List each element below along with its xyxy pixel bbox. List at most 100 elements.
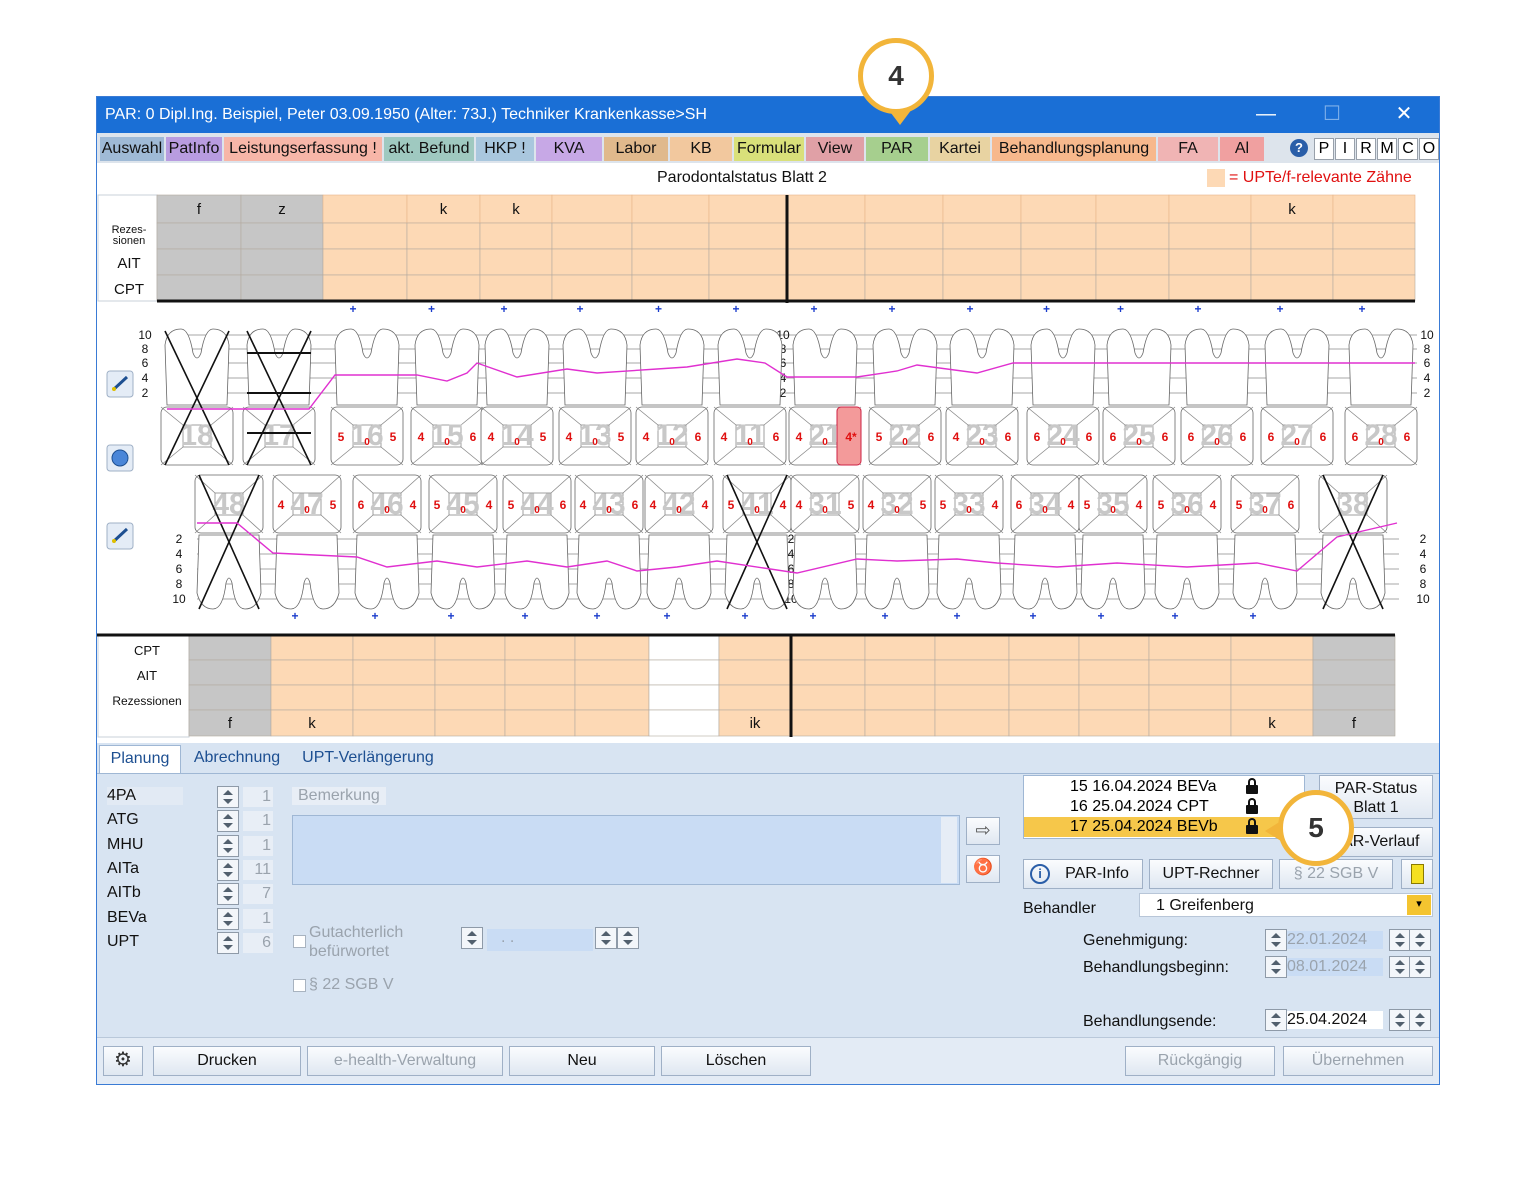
service-count[interactable]: 1 xyxy=(243,835,273,856)
service-spinner[interactable] xyxy=(217,834,239,857)
behandler-select[interactable]: 1 Greifenberg ▾ xyxy=(1139,893,1433,917)
lower-crown-edge xyxy=(692,474,714,494)
beginn-spin-b[interactable] xyxy=(1409,956,1431,978)
tab-button-c[interactable]: C xyxy=(1398,138,1418,160)
service-count[interactable]: 6 xyxy=(243,932,273,953)
minimize-button[interactable]: — xyxy=(1256,103,1276,125)
tab-auswahl[interactable]: Auswahl xyxy=(100,137,164,161)
close-button[interactable]: ✕ xyxy=(1395,103,1413,125)
sgb-checkbox[interactable] xyxy=(293,979,306,992)
service-spinner[interactable] xyxy=(217,786,239,808)
service-spinner[interactable] xyxy=(217,810,239,833)
textarea-scrollbar[interactable] xyxy=(941,817,957,883)
ehealth-button[interactable]: e-health-Verwaltung xyxy=(307,1046,503,1076)
tab-par[interactable]: PAR xyxy=(866,137,928,161)
tab-button-i[interactable]: I xyxy=(1335,138,1355,160)
ende-date[interactable]: 25.04.2024 xyxy=(1287,1011,1383,1029)
tab-button-m[interactable]: M xyxy=(1377,138,1397,160)
service-count[interactable]: 11 xyxy=(243,859,273,880)
tab-behandlungsplanung[interactable]: Behandlungsplanung xyxy=(992,137,1156,161)
ende-spin-b[interactable] xyxy=(1409,1009,1431,1031)
neu-button[interactable]: Neu xyxy=(509,1046,655,1076)
tab-button-r[interactable]: R xyxy=(1356,138,1376,160)
service-count[interactable]: 1 xyxy=(243,908,273,929)
clipboard-button[interactable] xyxy=(1401,859,1433,889)
tab-button-o[interactable]: O xyxy=(1419,138,1439,160)
pocket-value: 5 xyxy=(508,498,515,512)
beginn-date[interactable]: 08.01.2024 xyxy=(1287,958,1383,976)
ende-spin-a[interactable] xyxy=(1389,1009,1411,1031)
ende-spin-left[interactable] xyxy=(1265,1009,1287,1031)
date-spin-left[interactable] xyxy=(461,927,483,949)
par-info-button[interactable]: i PAR-Info xyxy=(1023,859,1143,889)
tab-patinfo[interactable]: PatInfo xyxy=(166,137,222,161)
lower-tooth: 48 xyxy=(194,474,264,610)
pocket-value: 6 xyxy=(773,430,780,444)
upper-root xyxy=(1184,328,1250,406)
uebernehmen-button[interactable]: Übernehmen xyxy=(1283,1046,1433,1076)
upper-crown-edge xyxy=(763,446,787,466)
rueckgaengig-button[interactable]: Rückgängig xyxy=(1125,1046,1275,1076)
upt-rechner-button[interactable]: UPT-Rechner xyxy=(1149,859,1273,889)
tab-hkp[interactable]: HKP ! xyxy=(476,137,534,161)
upper-table-cell xyxy=(322,248,408,276)
sgb-button[interactable]: § 22 SGB V xyxy=(1279,859,1393,889)
bottom-tab-0[interactable]: Planung xyxy=(99,745,181,773)
lower-crown-edge xyxy=(1078,474,1100,494)
tab-akt-befund[interactable]: akt. Befund xyxy=(384,137,474,161)
tab-leistungserfassung[interactable]: Leistungserfassung ! xyxy=(224,137,382,161)
service-count[interactable]: 1 xyxy=(243,787,273,807)
tab-al[interactable]: Al xyxy=(1220,137,1264,161)
service-spinner[interactable] xyxy=(217,931,239,954)
center-value: 0 xyxy=(966,505,972,516)
tab-kartei[interactable]: Kartei xyxy=(930,137,990,161)
question-icon[interactable]: ? xyxy=(1289,138,1309,160)
genehmigung-spin-b[interactable] xyxy=(1409,929,1431,951)
date-spin-right-a[interactable] xyxy=(595,927,617,949)
service-count[interactable]: 7 xyxy=(243,884,273,905)
tab-kva[interactable]: KVA xyxy=(536,137,602,161)
tab-view[interactable]: View xyxy=(806,137,864,161)
genehmigung-spin-a[interactable] xyxy=(1389,929,1411,951)
tab-formular[interactable]: Formular xyxy=(734,137,804,161)
service-spinner[interactable] xyxy=(217,907,239,930)
service-count[interactable]: 1 xyxy=(243,811,273,832)
tab-labor[interactable]: Labor xyxy=(604,137,668,161)
service-spinner[interactable] xyxy=(217,883,239,906)
bemerkung-textarea[interactable] xyxy=(292,815,960,885)
tab-fa[interactable]: FA xyxy=(1158,137,1218,161)
session-row[interactable]: 17 25.04.2024 BEVb xyxy=(1024,817,1304,837)
genehmigung-date[interactable]: 22.01.2024 xyxy=(1287,931,1383,949)
loeschen-button[interactable]: Löschen xyxy=(661,1046,811,1076)
tab-kb[interactable]: KB xyxy=(670,137,732,161)
drucken-button[interactable]: Drucken xyxy=(153,1046,301,1076)
upper-table-cell xyxy=(942,194,1022,224)
beginn-spin-a[interactable] xyxy=(1389,956,1411,978)
session-row[interactable]: 16 25.04.2024 CPT xyxy=(1024,797,1304,817)
bottom-tab-2[interactable]: UPT-Verlängerung xyxy=(302,749,434,766)
lower-table-cell xyxy=(1008,684,1080,711)
settings-button[interactable]: ⚙ xyxy=(103,1046,143,1076)
tooth-icon[interactable]: ♉ xyxy=(966,855,1000,883)
beginn-spin-left[interactable] xyxy=(1265,956,1287,978)
date-spin-right-b[interactable] xyxy=(617,927,639,949)
gutachterlich-checkbox[interactable] xyxy=(293,935,306,948)
clipboard-icon xyxy=(1411,864,1424,884)
arrow-right-icon[interactable]: ⇨ xyxy=(966,817,1000,845)
genehmigung-spin-left[interactable] xyxy=(1265,929,1287,951)
bottom-tab-1[interactable]: Abrechnung xyxy=(193,749,281,766)
maximize-button[interactable]: ☐ xyxy=(1323,103,1341,125)
session-row[interactable]: 15 16.04.2024 BEVa xyxy=(1024,777,1304,797)
upper-mark: k xyxy=(440,201,448,218)
upper-table-cell xyxy=(1020,274,1097,302)
pocket-value: 5 xyxy=(920,498,927,512)
gutachterlich-date[interactable]: . . xyxy=(487,929,593,951)
service-spinner[interactable] xyxy=(217,858,239,881)
tab-button-p[interactable]: P xyxy=(1314,138,1334,160)
upper-table-cell xyxy=(551,194,633,224)
lower-table-cell xyxy=(574,709,650,737)
title-bar: PAR: 0 Dipl.Ing. Beispiel, Peter 03.09.1… xyxy=(97,97,1439,133)
chevron-down-icon[interactable]: ▾ xyxy=(1407,895,1431,915)
